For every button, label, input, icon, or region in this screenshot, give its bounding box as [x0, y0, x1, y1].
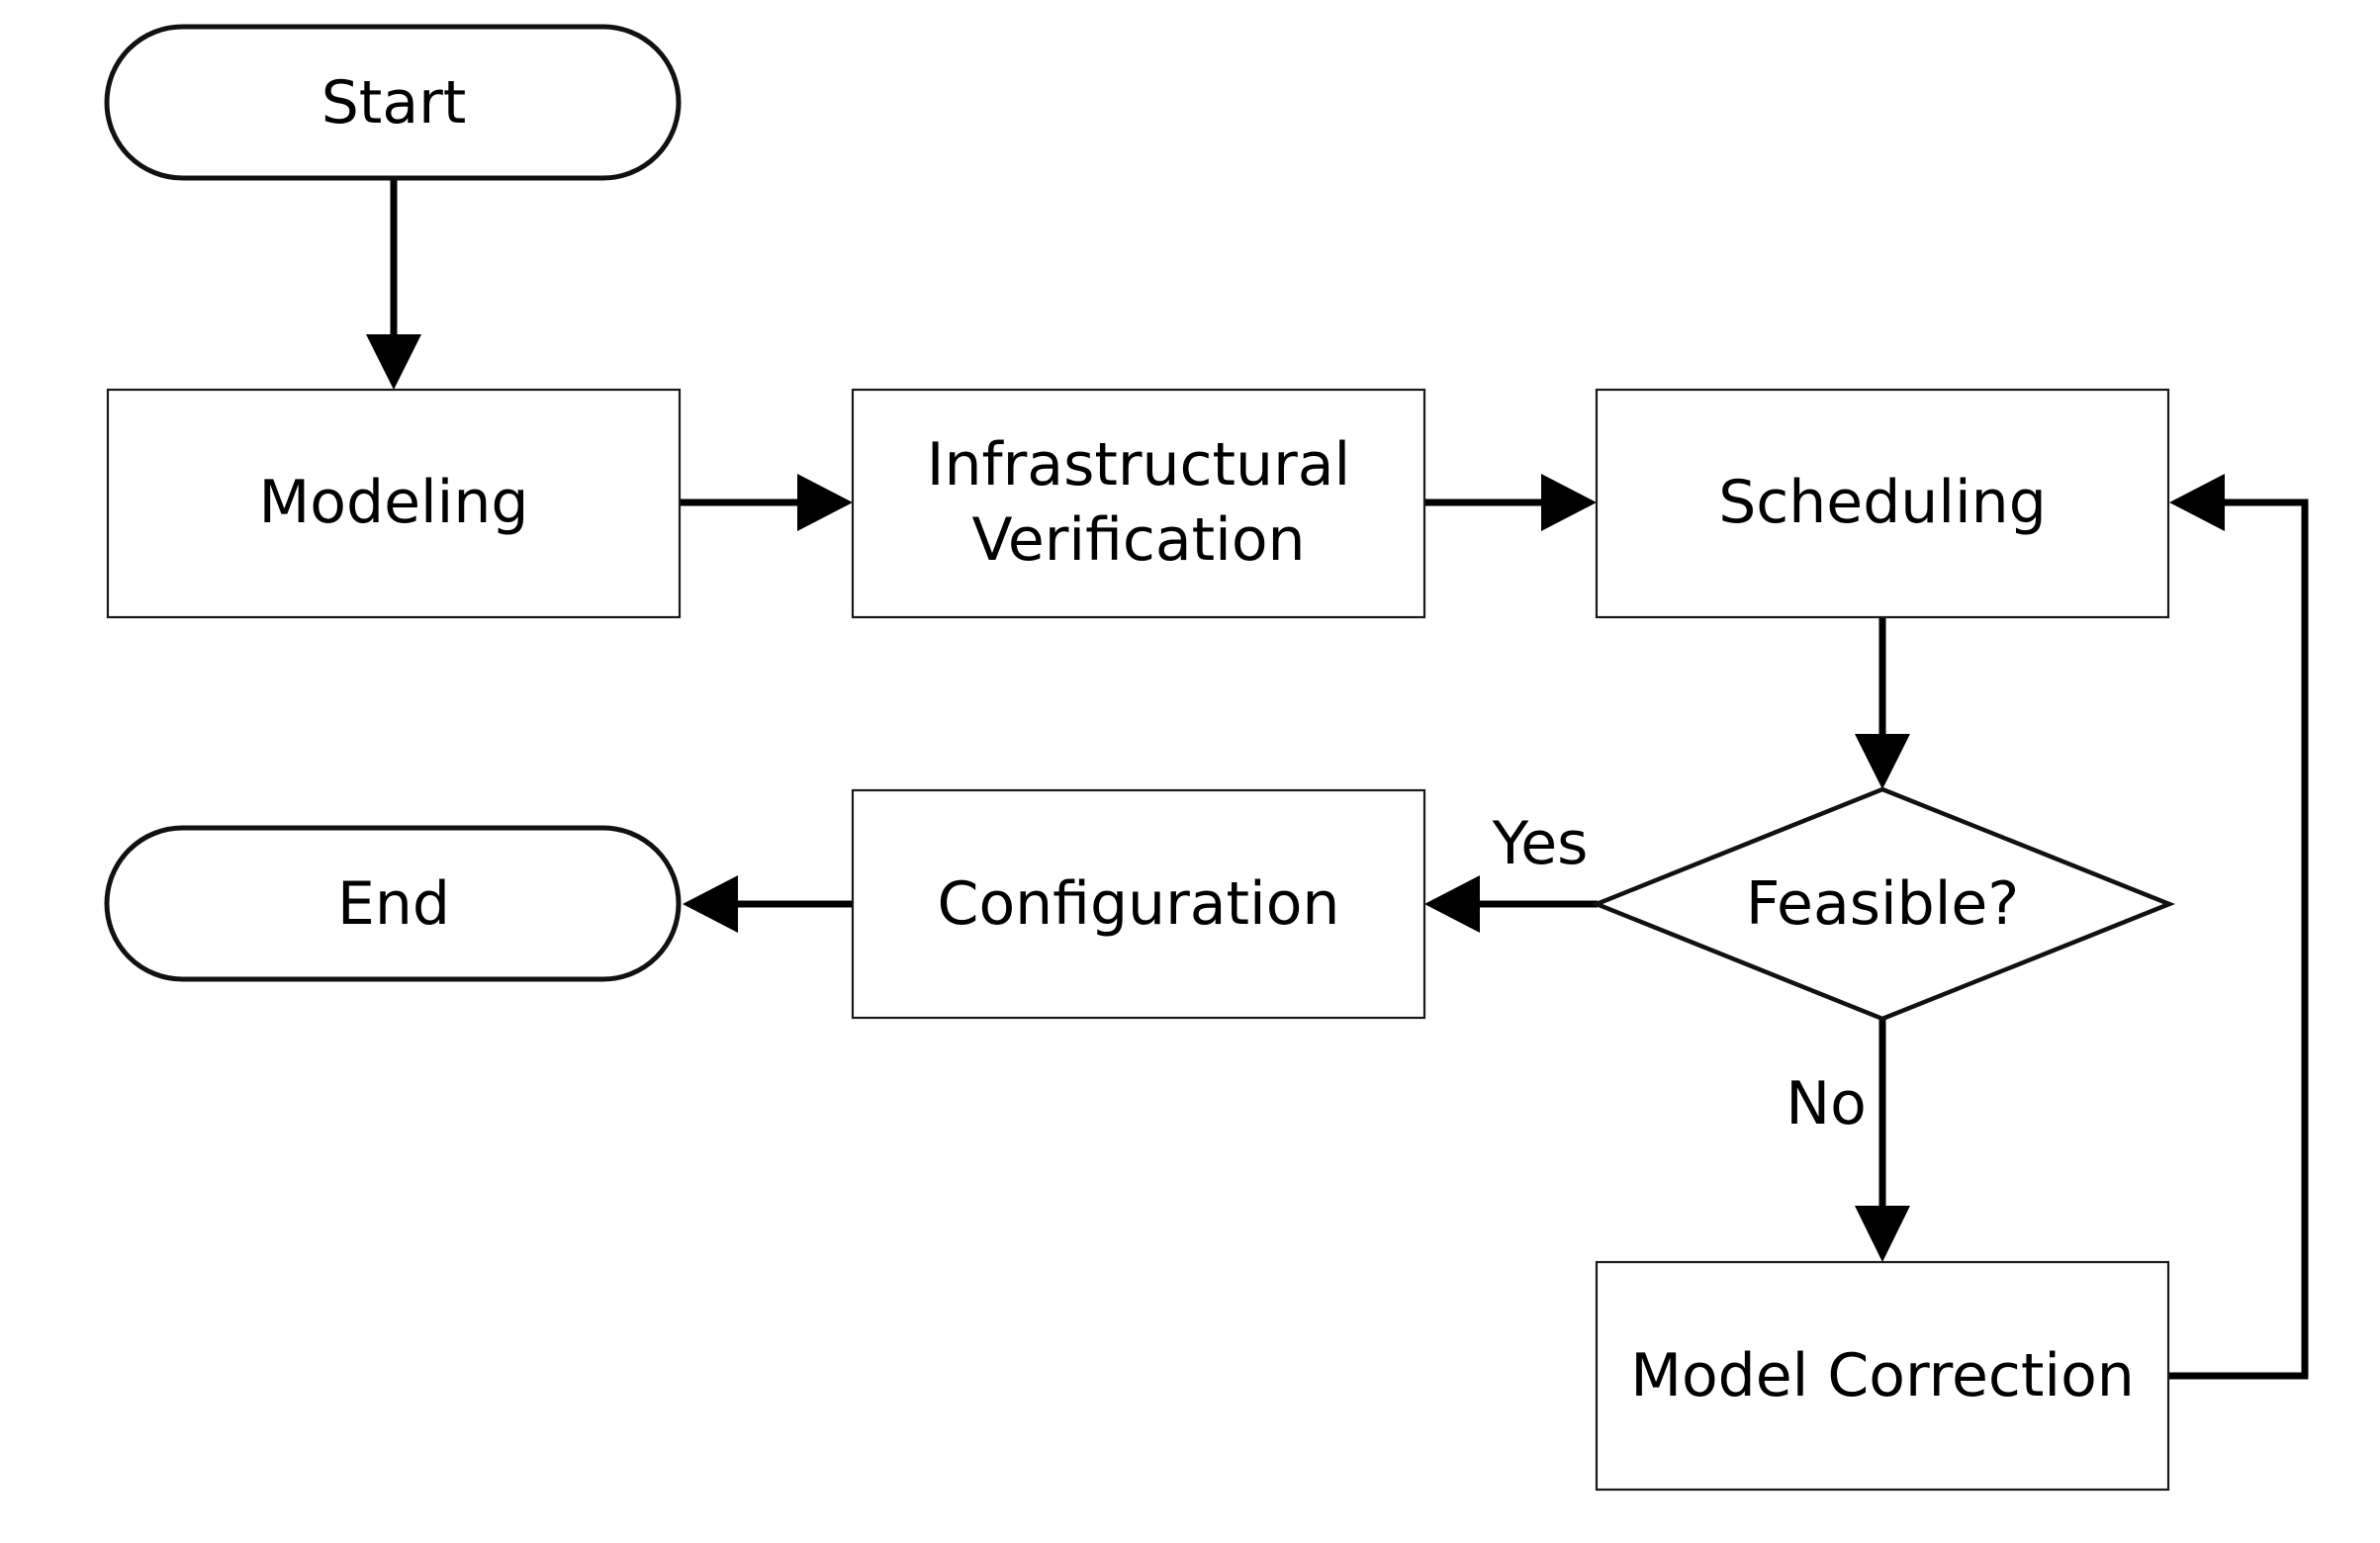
node-feasible-label: Feasible?: [1746, 869, 2019, 939]
node-scheduling: Scheduling: [1595, 388, 2170, 619]
edge-configuration-to-end: [683, 875, 857, 933]
edge-label-yes: Yes: [1492, 809, 1589, 878]
node-end-label: End: [337, 869, 450, 939]
node-configuration: Configuration: [851, 788, 1426, 1020]
node-model-correction-label: Model Correction: [1630, 1341, 2135, 1410]
edge-scheduling-to-feasible: [1855, 613, 1910, 789]
node-feasible-decision: Feasible?: [1590, 786, 2176, 1022]
node-verification-label-line1: Infrastructural: [927, 430, 1350, 499]
node-verification-label-line2: Verification: [971, 505, 1305, 575]
edge-start-to-modeling: [366, 174, 421, 390]
node-model-correction: Model Correction: [1595, 1260, 2170, 1492]
edge-feasible-to-model-correction: [1855, 1015, 1910, 1262]
edge-label-no: No: [1785, 1069, 1867, 1138]
edge-modeling-to-verification: [675, 474, 853, 531]
node-end: End: [104, 825, 682, 982]
edge-verification-to-scheduling: [1419, 474, 1597, 531]
node-start: Start: [104, 24, 682, 181]
edge-feasible-to-configuration: [1424, 875, 1601, 933]
node-scheduling-label: Scheduling: [1718, 468, 2047, 537]
node-infrastructural-verification: Infrastructural Verification: [851, 388, 1426, 619]
node-modeling-label: Modeling: [259, 468, 529, 537]
edge-model-correction-to-scheduling: [2165, 474, 2309, 1380]
node-configuration-label: Configuration: [938, 869, 1340, 939]
node-start-label: Start: [321, 68, 467, 137]
node-modeling: Modeling: [106, 388, 682, 619]
